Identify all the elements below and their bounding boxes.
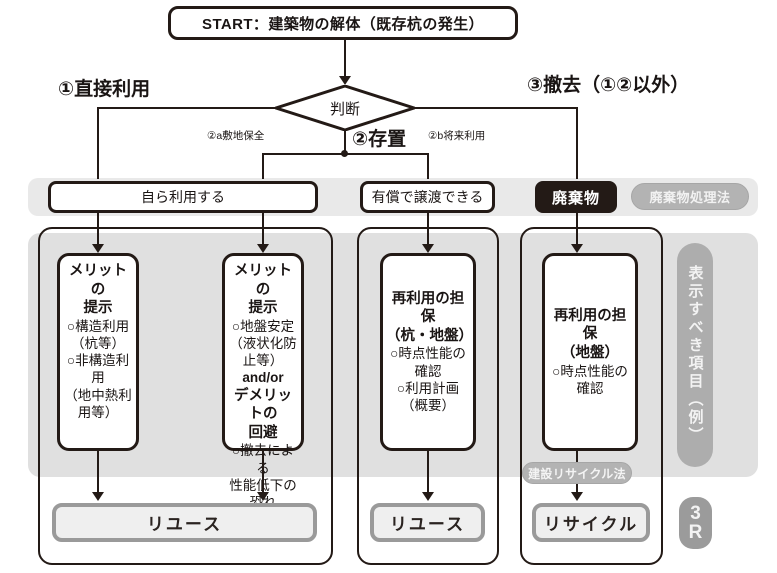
arrowhead-reuse-left-2 — [257, 492, 269, 501]
connector-card2-to-reuse — [262, 451, 264, 497]
card-merit-ground-body: ○地盤安定 （液状化防 止等） — [229, 318, 297, 370]
branch-label-direct-use: ①直接利用 — [58, 79, 151, 100]
card3-line-1: ○時点性能の — [390, 346, 466, 362]
result-box-recycle-label: リサイクル — [543, 515, 639, 534]
connector-selfuse-to-card1 — [97, 213, 99, 247]
side-label-3r-top: 3 — [690, 502, 701, 524]
start-box-label: START：建築物の解体（既存杭の発生） — [202, 15, 484, 33]
connector-middle-split — [262, 153, 429, 155]
route-box-self-use-label: 自ら利用する — [141, 189, 225, 205]
card2-heading2-line2: 回避 — [248, 424, 278, 441]
decision-diamond: 判断 — [275, 85, 415, 131]
connector-middle-right-down — [427, 153, 429, 179]
sub-branch-label-site-preservation: ②a敷地保全 — [207, 130, 265, 142]
group-container-reuse-direct — [38, 227, 333, 565]
result-box-reuse-transfer: リユース — [370, 503, 485, 542]
card4-heading-line1: 再利用の担保 — [553, 307, 627, 343]
route-box-waste: 廃棄物 — [535, 181, 617, 213]
card2-heading2-line1: デメリットの — [234, 387, 292, 423]
side-label-3r: 3 R — [679, 497, 712, 549]
route-box-self-use: 自ら利用する — [48, 181, 318, 213]
connector-card1-to-reuse — [97, 451, 99, 497]
side-label-display-items-text: 表示すべき項目（例） — [686, 265, 704, 445]
arrowhead-reuse-left-1 — [92, 492, 104, 501]
card3-line-3: ○利用計画 — [396, 380, 460, 396]
card4-line-1: ○時点性能の — [552, 363, 628, 379]
card-merit-structural-heading: メリットの 提示 — [63, 262, 133, 318]
group-container-reuse-transfer — [357, 227, 499, 565]
card1-heading-line2: 提示 — [83, 300, 113, 317]
card4-heading: 再利用の担保 （地盤） — [548, 307, 632, 363]
card2-line-3: 止等） — [242, 353, 284, 369]
start-box: START：建築物の解体（既存杭の発生） — [168, 6, 518, 40]
result-box-recycle: リサイクル — [532, 503, 650, 542]
card3-body: ○時点性能の 確認 ○利用計画 （概要） — [390, 345, 466, 414]
tag-waste-disposal-law-label: 廃棄物処理法 — [649, 190, 731, 205]
tag-waste-disposal-law: 廃棄物処理法 — [631, 183, 749, 210]
card1-line-3: ○非構造利用 — [66, 353, 130, 386]
connector-middle-left-down — [262, 153, 264, 179]
card-reuse-assurance-pile-ground: 再利用の担保 （杭・地盤） ○時点性能の 確認 ○利用計画 （概要） — [380, 253, 476, 451]
card2-heading-line2: 提示 — [248, 300, 278, 317]
card4-line-2: 確認 — [576, 380, 604, 396]
arrowhead-card1 — [92, 244, 104, 253]
card2-connector-andor: and/or — [242, 370, 284, 386]
result-box-reuse-direct-label: リユース — [146, 515, 223, 534]
side-label-3r-bottom: R — [688, 522, 703, 543]
connector-left-down — [97, 107, 99, 179]
connector-right-down — [576, 107, 578, 179]
route-box-waste-label: 廃棄物 — [551, 189, 600, 207]
branch-label-removal: ③撤去（①②以外） — [527, 75, 690, 96]
card3-line-4: （概要） — [401, 398, 455, 414]
card-merit-ground-stability: メリットの 提示 ○地盤安定 （液状化防 止等） and/or デメリットの 回… — [222, 253, 304, 510]
card1-line-4: （地中熱利 — [64, 387, 132, 403]
card3-heading-line2: （杭・地盤） — [386, 327, 473, 344]
connector-paidtransfer-to-card3 — [427, 213, 429, 247]
tag-construction-recycle-law-label: 建設リサイクル法 — [528, 466, 626, 481]
card-reuse-assurance-ground: 再利用の担保 （地盤） ○時点性能の 確認 — [542, 253, 638, 451]
sub-branch-label-future-use: ②b将来利用 — [428, 130, 486, 142]
connector-decision-right — [413, 107, 578, 109]
arrowhead-reuse-middle — [422, 492, 434, 501]
connector-waste-to-card4 — [576, 213, 578, 247]
side-label-display-items: 表示すべき項目（例） — [677, 243, 713, 467]
card2-heading-line1: メリットの — [234, 263, 292, 298]
connector-start-to-decision — [344, 40, 346, 78]
connector-card4-to-law-tag — [576, 451, 578, 463]
card3-line-2: 確認 — [414, 363, 442, 379]
arrowhead-recycle — [571, 492, 583, 501]
route-box-paid-transfer: 有償で譲渡できる — [360, 181, 495, 213]
tag-construction-recycle-law: 建設リサイクル法 — [522, 462, 632, 484]
card-merit-ground-heading: メリットの 提示 — [228, 262, 298, 318]
connector-decision-left — [97, 107, 277, 109]
decision-label: 判断 — [329, 100, 360, 118]
connector-decision-middle-down — [344, 130, 346, 154]
card1-line-1: ○構造利用 — [66, 318, 130, 334]
card3-heading-line1: 再利用の担保 — [391, 290, 465, 326]
group-container-recycle — [520, 227, 663, 565]
result-box-reuse-transfer-label: リユース — [389, 515, 466, 534]
connector-selfuse-to-card2 — [262, 213, 264, 247]
connector-law-tag-to-recycle — [576, 484, 578, 497]
arrowhead-card2 — [257, 244, 269, 253]
card-merit-structural: メリットの 提示 ○構造利用 （杭等） ○非構造利用 （地中熱利 用等） — [57, 253, 139, 451]
card4-heading-line2: （地盤） — [561, 345, 619, 361]
card-merit-structural-body: ○構造利用 （杭等） ○非構造利用 （地中熱利 用等） — [63, 318, 133, 422]
arrowhead-card3 — [422, 244, 434, 253]
route-box-paid-transfer-label: 有償で譲渡できる — [371, 189, 484, 205]
card1-heading-line1: メリットの — [69, 263, 127, 298]
card1-line-5: 用等） — [77, 404, 119, 420]
card4-body: ○時点性能の 確認 — [552, 363, 628, 398]
card1-line-2: （杭等） — [71, 335, 125, 351]
card3-heading: 再利用の担保 （杭・地盤） — [386, 290, 473, 346]
result-box-reuse-direct: リユース — [52, 503, 317, 542]
card-demerit-avoid-heading: デメリットの 回避 — [228, 387, 298, 443]
arrowhead-card4 — [571, 244, 583, 253]
connector-card3-to-reuse — [427, 451, 429, 497]
arrowhead-start-to-decision — [339, 76, 351, 85]
card2-line-2: （液状化防 — [229, 335, 297, 351]
card2-line-1: ○地盤安定 — [231, 318, 295, 334]
branch-label-leave-in-place: ②存置 — [352, 129, 407, 150]
